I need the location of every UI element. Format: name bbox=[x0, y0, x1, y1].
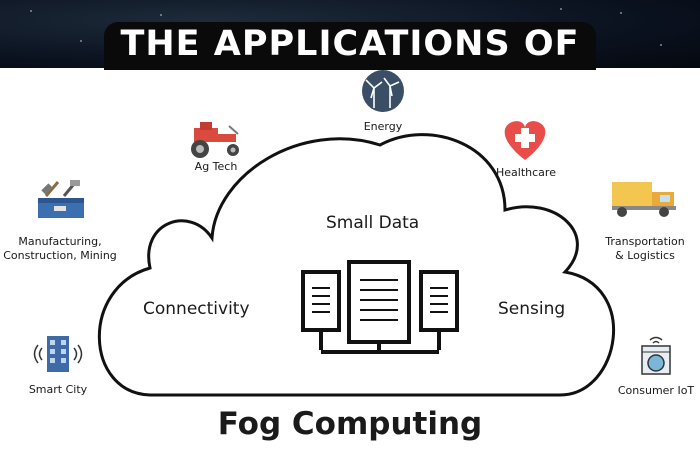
toolbox-icon bbox=[38, 180, 84, 218]
tractor-icon bbox=[191, 122, 239, 158]
server-rack-icon bbox=[301, 260, 459, 354]
washing-machine-icon bbox=[641, 336, 671, 375]
header-banner: THE APPLICATIONS OF bbox=[0, 0, 700, 70]
title-plate: THE APPLICATIONS OF bbox=[104, 22, 596, 70]
transportation-label-line1: Transportation bbox=[605, 235, 685, 248]
transportation-label: Transportation & Logistics bbox=[590, 235, 700, 263]
medical-heart-icon bbox=[504, 121, 546, 160]
page-title: THE APPLICATIONS OF bbox=[120, 24, 580, 64]
smart-building-icon bbox=[33, 336, 83, 372]
consumer-iot-label: Consumer IoT bbox=[617, 384, 695, 397]
healthcare-label: Healthcare bbox=[496, 166, 556, 179]
wind-turbine-icon bbox=[362, 70, 404, 112]
cloud-shape bbox=[97, 133, 615, 397]
sensing-label: Sensing bbox=[498, 299, 566, 319]
connectivity-label: Connectivity bbox=[143, 299, 250, 319]
fog-computing-caption: Fog Computing bbox=[217, 406, 483, 442]
energy-label: Energy bbox=[363, 120, 403, 133]
small-data-label: Small Data bbox=[326, 213, 420, 233]
ag-tech-label: Ag Tech bbox=[194, 160, 238, 173]
transportation-label-line2: & Logistics bbox=[615, 249, 675, 262]
truck-icon bbox=[612, 182, 676, 217]
smart-city-label: Smart City bbox=[28, 383, 88, 396]
manufacturing-label-line1: Manufacturing, bbox=[18, 235, 102, 248]
manufacturing-label-line2: Construction, Mining bbox=[3, 249, 117, 262]
manufacturing-label: Manufacturing, Construction, Mining bbox=[0, 235, 120, 263]
